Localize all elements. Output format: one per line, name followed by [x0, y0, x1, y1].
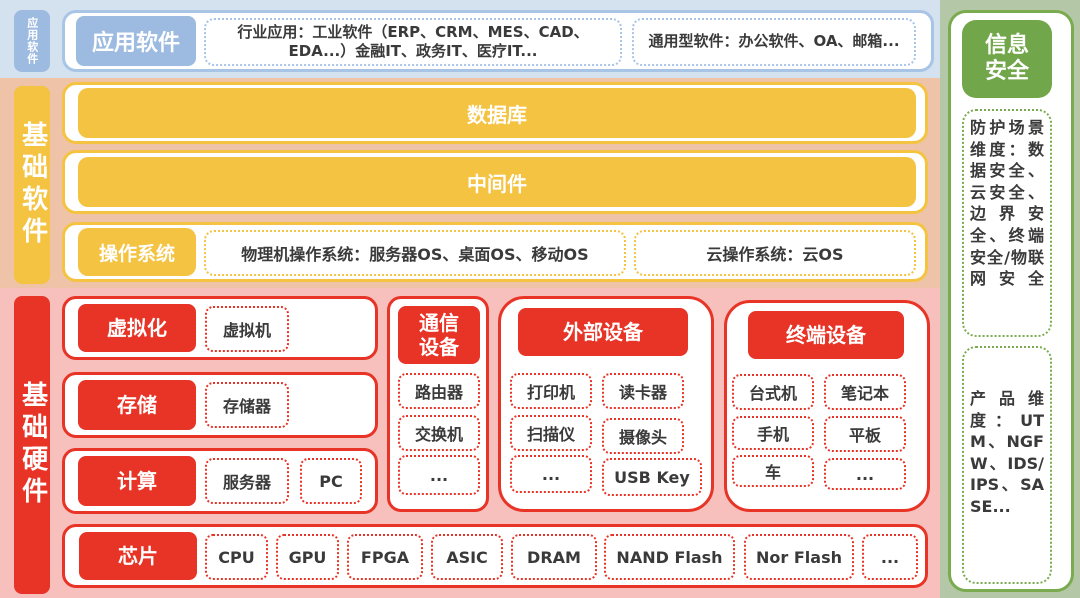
chip-nand-flash-item: NAND Flash [604, 534, 735, 580]
comm-more-item: ... [398, 455, 480, 495]
tablet-item: 平板 [824, 416, 906, 452]
industry-app-item: 行业应用：工业软件（ERP、CRM、MES、CAD、EDA...）金融IT、政务… [204, 18, 622, 66]
security-scenario-item: 防护场景维度：数据安全、云安全、边界安全、终端安全/物联网安全 [962, 109, 1052, 337]
base-hardware-side-label: 基础硬件 [14, 296, 50, 594]
usb-key-item: USB Key [602, 458, 702, 496]
chip-nor-flash-item: Nor Flash [744, 534, 854, 580]
camera-item: 摄像头 [602, 418, 684, 454]
desktop-item: 台式机 [732, 374, 814, 410]
database-bar: 数据库 [78, 88, 916, 138]
security-product-item: 产品维度：UTM、NGFW、IDS/IPS、SASE... [962, 346, 1052, 584]
comm-device-head: 通信设备 [398, 306, 480, 364]
application-head: 应用软件 [76, 16, 196, 66]
os-physical-item: 物理机操作系统：服务器OS、桌面OS、移动OS [204, 230, 626, 276]
middleware-bar: 中间件 [78, 157, 916, 207]
compute-head: 计算 [78, 456, 196, 506]
chip-asic-item: ASIC [431, 534, 503, 580]
general-app-item: 通用型软件：办公软件、OA、邮箱... [632, 18, 916, 66]
server-item: 服务器 [205, 458, 289, 504]
os-head: 操作系统 [78, 228, 196, 276]
peripheral-device-head: 外部设备 [518, 308, 688, 356]
os-cloud-item: 云操作系统：云OS [634, 230, 916, 276]
peripheral-more-item: ... [510, 455, 592, 493]
chip-dram-item: DRAM [511, 534, 597, 580]
virtual-machine-item: 虚拟机 [205, 306, 289, 352]
virtualization-head: 虚拟化 [78, 304, 196, 352]
base-software-side-label: 基础软件 [14, 86, 50, 284]
chip-fpga-item: FPGA [347, 534, 423, 580]
printer-item: 打印机 [510, 373, 592, 409]
chip-more-item: ... [862, 534, 918, 580]
card-reader-item: 读卡器 [602, 373, 684, 409]
terminal-device-head: 终端设备 [748, 311, 904, 359]
chip-head: 芯片 [79, 532, 197, 580]
security-head: 信息安全 [962, 20, 1052, 98]
security-box [948, 10, 1074, 592]
scanner-item: 扫描仪 [510, 415, 592, 451]
storage-device-item: 存储器 [205, 382, 289, 428]
chip-gpu-item: GPU [276, 534, 339, 580]
switch-item: 交换机 [398, 415, 480, 451]
application-side-label: 应用软件 [14, 10, 50, 72]
laptop-item: 笔记本 [824, 374, 906, 410]
router-item: 路由器 [398, 373, 480, 409]
phone-item: 手机 [732, 416, 814, 450]
car-item: 车 [732, 455, 814, 487]
storage-head: 存储 [78, 380, 196, 430]
terminal-more-item: ... [824, 458, 906, 490]
pc-item: PC [300, 458, 362, 504]
chip-cpu-item: CPU [205, 534, 268, 580]
